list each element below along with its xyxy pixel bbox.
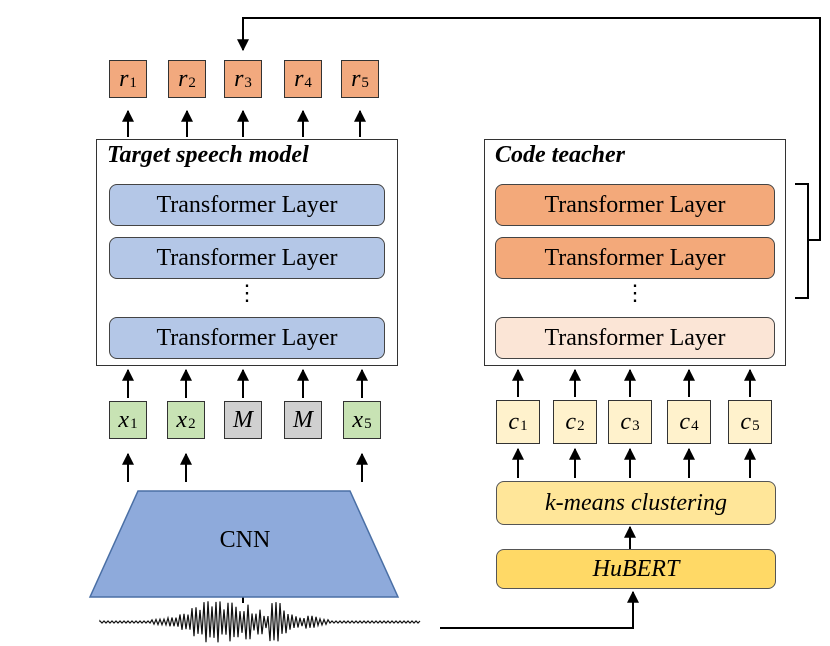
code-token-subscript: 1	[520, 417, 528, 434]
target-speech-model: Target speech model Transformer Layer Tr…	[96, 139, 398, 366]
teacher-layer-1: Transformer Layer	[495, 184, 775, 226]
cnn-to-input-arrows	[122, 452, 368, 482]
output-token-subscript: 3	[244, 74, 252, 91]
output-token-subscript: 2	[188, 74, 196, 91]
output-token-symbol: r	[351, 65, 361, 92]
code-teacher-model: Code teacher Transformer Layer Transform…	[484, 139, 786, 366]
output-token-symbol: r	[294, 65, 304, 92]
target-model-title: Target speech model	[107, 142, 309, 168]
code-token-symbol: c	[620, 408, 632, 435]
output-token-symbol: r	[119, 65, 129, 92]
input-token-symbol: x	[118, 406, 130, 433]
codes-to-teacher-arrows	[512, 368, 756, 397]
input-token-subscript: 2	[188, 415, 196, 432]
code-token-subscript: 4	[691, 417, 699, 434]
code-token-subscript: 3	[632, 417, 640, 434]
input-token: M	[224, 401, 262, 439]
code-token-subscript: 5	[752, 417, 760, 434]
teacher-layer-3: Transformer Layer	[495, 317, 775, 359]
input-token-symbol: M	[233, 406, 253, 433]
target-layer-1: Transformer Layer	[109, 184, 385, 226]
model-to-output-arrows	[122, 109, 366, 137]
input-to-model-arrows	[122, 368, 368, 398]
target-layer-2: Transformer Layer	[109, 237, 385, 279]
input-token-symbol: x	[176, 406, 188, 433]
target-layer-3: Transformer Layer	[109, 317, 385, 359]
cnn-block	[88, 490, 400, 598]
code-token-symbol: c	[679, 408, 691, 435]
output-token-subscript: 4	[304, 74, 312, 91]
input-token-subscript: 1	[130, 415, 138, 432]
output-token-subscript: 1	[129, 74, 137, 91]
input-token-symbol: M	[293, 406, 313, 433]
waveform-path	[99, 601, 421, 643]
input-token-subscript: 5	[364, 415, 372, 432]
teacher-ellipsis: ⋮	[624, 280, 646, 305]
code-token-symbol: c	[508, 408, 520, 435]
code-teacher-title: Code teacher	[495, 142, 625, 168]
input-token-symbol: x	[352, 406, 364, 433]
output-token-symbol: r	[234, 65, 244, 92]
feedback-arrow	[237, 17, 821, 241]
audio-to-hubert-arrow	[440, 590, 639, 629]
waveform-icon	[99, 601, 421, 643]
cnn-label: CNN	[219, 527, 271, 553]
teacher-layer-2: Transformer Layer	[495, 237, 775, 279]
input-token: M	[284, 401, 322, 439]
code-token-symbol: c	[565, 408, 577, 435]
layer-bracket	[795, 183, 809, 299]
kmeans-clustering-box: k-means clustering	[496, 481, 776, 525]
output-token-symbol: r	[178, 65, 188, 92]
hubert-box: HuBERT	[496, 549, 776, 589]
kmeans-to-codes-arrows	[512, 447, 756, 478]
code-token-symbol: c	[740, 408, 752, 435]
output-token-subscript: 5	[361, 74, 369, 91]
code-token-subscript: 2	[577, 417, 585, 434]
target-ellipsis: ⋮	[236, 280, 258, 305]
